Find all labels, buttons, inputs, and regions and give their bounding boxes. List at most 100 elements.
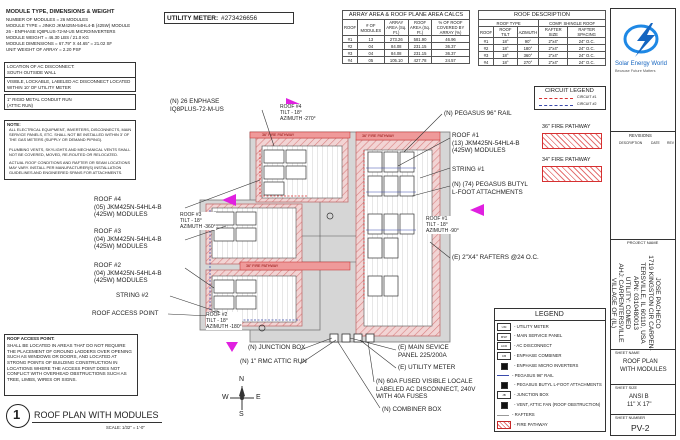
module — [383, 213, 399, 235]
callout-roof1: ROOF #1(13) JKM425N-54HL4-B(425W) MODULE… — [452, 132, 520, 155]
module — [235, 295, 257, 310]
module-info-heading: MODULE TYPE, DIMENSIONS & WEIGHT — [6, 9, 115, 15]
fire-pathway-34-label: 34" FIRE PATHWAY — [542, 157, 591, 163]
module — [235, 279, 257, 294]
compass-n: N — [239, 376, 245, 383]
legend-symbol: MSP — [497, 332, 511, 341]
sheet-size: ANSI B — [629, 394, 649, 400]
module — [399, 175, 415, 197]
module — [367, 275, 383, 297]
note-item: ALL ELECTRICAL EQUIPMENT, INVERTERS, DIS… — [9, 127, 132, 142]
fire-pathway-label: 36" FIRE PATHWAY — [262, 133, 295, 137]
compass-s: S — [239, 411, 244, 418]
conduit-line2: (ATTIC RUN) — [7, 103, 34, 108]
module — [213, 211, 235, 226]
legend-text: - MAIN SERVICE PANEL — [514, 333, 563, 339]
note-item: PLUMBING VENTS, SKYLIGHTS AND MECHANICAL… — [9, 147, 131, 157]
sheet-size-label: SHEET SIZE — [615, 386, 638, 390]
module — [213, 279, 235, 294]
notes-box: NOTE: ALL ELECTRICAL EQUIPMENT, INVERTER… — [4, 120, 136, 180]
circuit-item: CIRCUIT #1 — [577, 95, 597, 99]
module — [367, 237, 383, 259]
module — [367, 175, 383, 197]
callout-roof3: ROOF #3(04) JKM425N-54HL4-B(425W) MODULE… — [94, 228, 162, 251]
conduit-line1: 1" RIGID METAL CONDUIT RUN — [7, 97, 72, 102]
revisions-title: REVISIONS — [629, 133, 652, 138]
fire-pathway-36-swatch — [542, 133, 602, 149]
callout-roof2: ROOF #2(04) JKM425N-54HL4-B(425W) MODULE… — [94, 262, 162, 285]
legend-item: - ENPHASE MICRO INVERTERS — [497, 361, 603, 371]
module — [367, 151, 383, 173]
title-column: Solar Energy World Because Future Matter… — [610, 8, 676, 436]
rails — [366, 167, 416, 231]
note-item: ACTUAL ROOF CONDITIONS AND RAFTER OR SEA… — [9, 160, 131, 175]
revisions-col: DESCRIPTION — [619, 141, 643, 145]
legend-text: - ENPHASE COMBINER — [514, 352, 562, 358]
legend-text: - VENT, ATTIC FAN (ROOF OBSTRUCTION) — [514, 401, 601, 407]
legend-symbol — [500, 382, 508, 390]
module-info-line: NUMBER OF MODULES = 26 MODULES — [6, 17, 89, 22]
module-info-line: MODULE DIMENSIONS = 67.79" X 44.65" = 21… — [6, 41, 113, 46]
legend-text: - AC DISCONNECT — [514, 343, 552, 349]
sheet-name: ROOF PLAN — [623, 359, 658, 365]
legend-text: - PEGASUS 96" RAIL — [512, 372, 554, 378]
callout-roof4: ROOF #4(05) JKM425N-54HL4-B(425W) MODULE… — [94, 196, 162, 219]
module — [383, 237, 399, 259]
project-heading: PROJECT NAME — [627, 240, 659, 245]
module — [399, 213, 415, 235]
module — [383, 175, 399, 197]
legend-symbol: CB — [497, 352, 511, 361]
callout-string2: STRING #2 — [116, 292, 149, 299]
legend-text: - RAFTERS — [512, 411, 535, 417]
module-info-line: UNIT WEIGHT OF ARRAY = 2.20 PSF — [6, 47, 82, 52]
drawing-number: 1 — [13, 407, 21, 422]
module-group-roof2 — [213, 279, 257, 310]
callout-access: ROOF ACCESS POINT — [92, 310, 159, 317]
module-info-line: 26 - ENPHASE IQ8PLUS-72-M-US MICROINVERT… — [6, 29, 116, 34]
fire-pathway-label: 36" FIRE PATHWAY — [362, 134, 395, 138]
access-point-note: ROOF ACCESS POINT: SHALL BE LOCATED IN A… — [4, 334, 138, 396]
roof-vent — [258, 324, 266, 332]
legend-symbol — [500, 362, 508, 370]
legend-item: UM- UTILITY METER — [497, 322, 603, 332]
sheet-number: PV-2 — [631, 423, 650, 433]
legend-symbol: UM — [497, 322, 511, 331]
module — [263, 165, 285, 180]
module — [235, 227, 257, 242]
module — [285, 165, 307, 180]
legend-symbol — [497, 414, 509, 416]
module — [383, 275, 399, 297]
utility-meter-box: UTILITY METER: #273426656 — [164, 12, 294, 24]
legend-symbol — [497, 420, 511, 429]
callout-meter: (E) UTILITY METER — [398, 364, 456, 371]
module-group-roof4 — [263, 149, 307, 196]
legend-symbol — [497, 375, 509, 377]
legend-symbol: ACD — [497, 342, 511, 351]
legend-item: - VENT, ATTIC FAN (ROOF OBSTRUCTION) — [497, 400, 603, 410]
fire-pathway-36-label: 36" FIRE PATHWAY — [542, 124, 591, 130]
module-info-box: MODULE TYPE, DIMENSIONS & WEIGHT NUMBER … — [4, 8, 164, 64]
sheet-name: WITH MODULES — [620, 367, 667, 373]
callout-jbox: (N) JUNCTION BOX — [248, 344, 306, 351]
legend-item: JB- JUNCTION BOX — [497, 391, 603, 401]
compass: N S W E — [222, 376, 262, 418]
utility-meter-label: UTILITY METER: — [167, 15, 219, 22]
ac-disconnect-heading: LOCATION OF AC DISCONNECT: — [7, 64, 75, 69]
legend-symbol — [500, 401, 508, 409]
legend-text: - UTILITY METER — [514, 323, 549, 329]
roof-vent — [326, 212, 334, 220]
roof-col-header: ROOF — [477, 26, 495, 38]
module — [263, 181, 285, 196]
sheet-size: 11" X 17" — [627, 402, 652, 408]
